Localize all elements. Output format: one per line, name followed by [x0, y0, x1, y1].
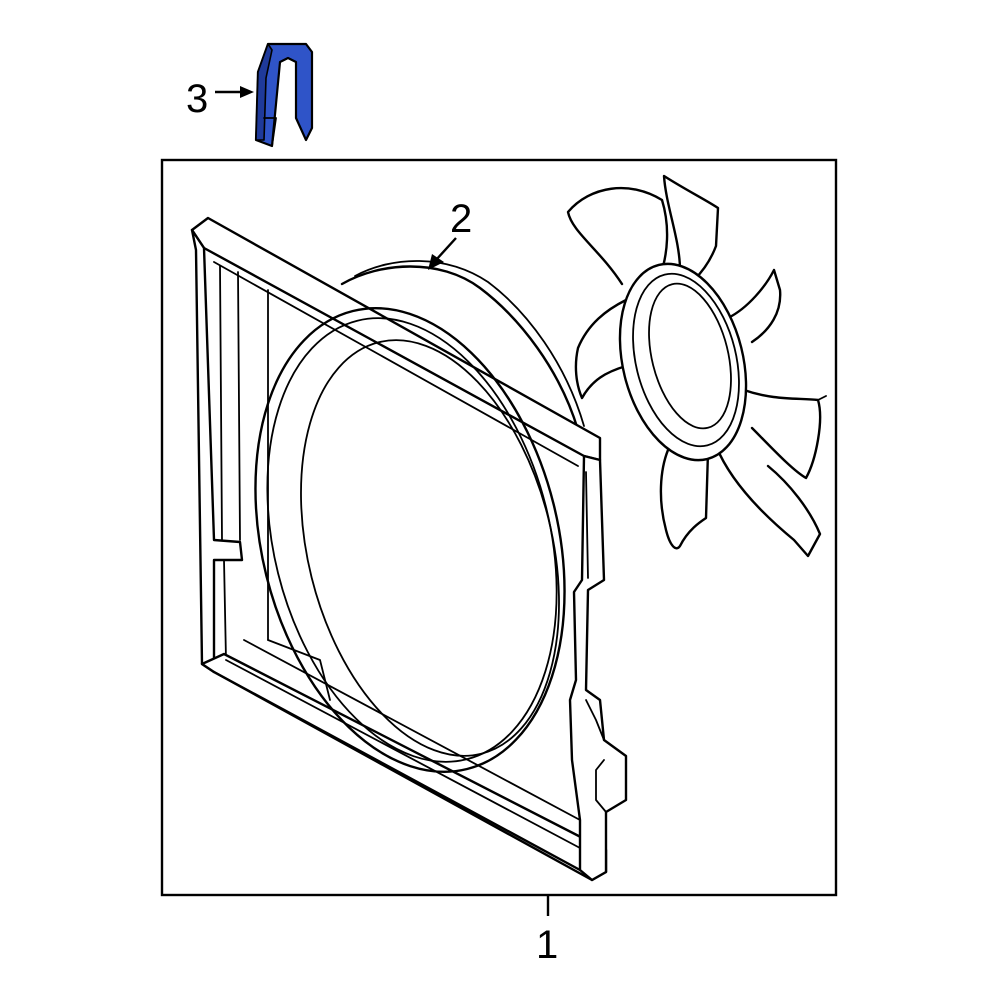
shroud-bottom-inner-3 [267, 639, 331, 701]
shroud-top-rail [190, 216, 602, 462]
callout-2-arrowhead [428, 254, 444, 270]
shroud-right-inner-1 [585, 471, 589, 579]
shroud-right-inner-3 [595, 759, 607, 813]
clip-part[interactable] [254, 42, 314, 148]
callout-1-label: 1 [536, 923, 558, 967]
fan-blade-assembly[interactable] [566, 174, 827, 558]
shroud-front-ring-inner [300, 339, 560, 757]
fan-shroud[interactable] [190, 216, 628, 882]
shroud-back-ring-inner [354, 260, 585, 427]
clip-tab-fold [263, 117, 277, 147]
clip-side-face [255, 43, 273, 141]
callout-3-label: 3 [186, 77, 208, 121]
fan-blade-right-top [726, 268, 782, 344]
clip-inner-edge [279, 57, 297, 119]
callout-2-leader [435, 237, 457, 261]
fan-hub-inner [648, 282, 732, 430]
fan-blade-left [574, 298, 628, 400]
fan-hub-mid [632, 272, 740, 448]
fan-blade-edge-right [817, 395, 827, 401]
fan-blade-right [742, 388, 822, 480]
callout-2-label: 2 [450, 197, 472, 241]
fan-blade-top [662, 174, 720, 282]
shroud-left-inner-1 [219, 265, 223, 541]
fan-blade-bottom-right [714, 444, 822, 558]
shroud-left-inner-2 [237, 271, 241, 541]
shroud-bottom-front-edge [212, 670, 582, 872]
shroud-bottom-inner-1 [225, 659, 581, 849]
shroud-front-ring-outer [254, 307, 566, 773]
shroud-right-side [568, 454, 628, 882]
shroud-bottom-inner-2 [243, 639, 581, 821]
assembly-frame [160, 158, 838, 897]
fan-blade-top-left [566, 187, 669, 286]
shroud-left-side [190, 228, 244, 674]
shroud-left-inner-4 [223, 559, 227, 661]
shroud-back-ring [340, 265, 580, 432]
callout-3-arrowhead [240, 86, 254, 98]
fan-blade-bottom-left [659, 448, 710, 550]
shroud-right-inner-2 [585, 699, 605, 741]
